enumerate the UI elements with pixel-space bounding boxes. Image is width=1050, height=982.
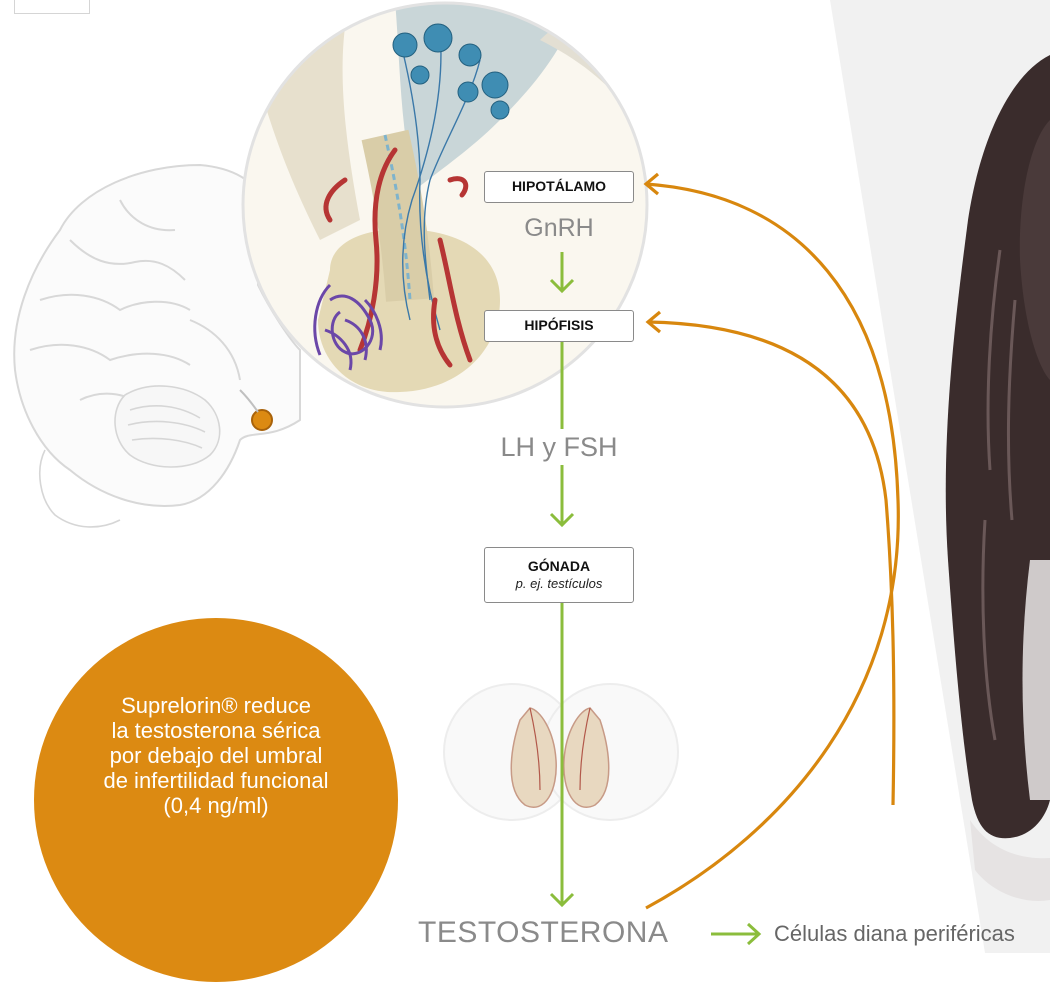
pituitary-box: HIPÓFISIS	[484, 310, 634, 342]
gonad-label: GÓNADA	[528, 558, 590, 574]
callout-text: Suprelorin® reduce la testosterona séric…	[34, 693, 398, 818]
gonad-example: p. ej. testículos	[485, 575, 633, 592]
dog-illustration	[830, 0, 1050, 953]
pituitary-label: HIPÓFISIS	[524, 317, 593, 333]
gonad-box: GÓNADA p. ej. testículos	[484, 547, 634, 603]
hypothalamus-box: HIPOTÁLAMO	[484, 171, 634, 203]
gnrh-label: GnRH	[484, 211, 634, 245]
testosterone-label: TESTOSTERONA	[418, 916, 668, 950]
lh-fsh-label: LH y FSH	[474, 429, 644, 465]
callout-line: por debajo del umbral	[34, 743, 398, 768]
callout-line: (0,4 ng/ml)	[34, 793, 398, 818]
hypothalamus-label: HIPOTÁLAMO	[512, 178, 606, 194]
feedback-arrows	[646, 174, 898, 908]
callout-line: Suprelorin® reduce	[34, 693, 398, 718]
target-cells-label: Células diana periféricas	[774, 921, 1015, 947]
callout-line: de infertilidad funcional	[34, 768, 398, 793]
pituitary-illustration	[240, 0, 647, 407]
diagram-canvas: HIPOTÁLAMO GnRH HIPÓFISIS LH y FSH GÓNAD…	[0, 0, 1050, 953]
callout-line: la testosterona sérica	[34, 718, 398, 743]
